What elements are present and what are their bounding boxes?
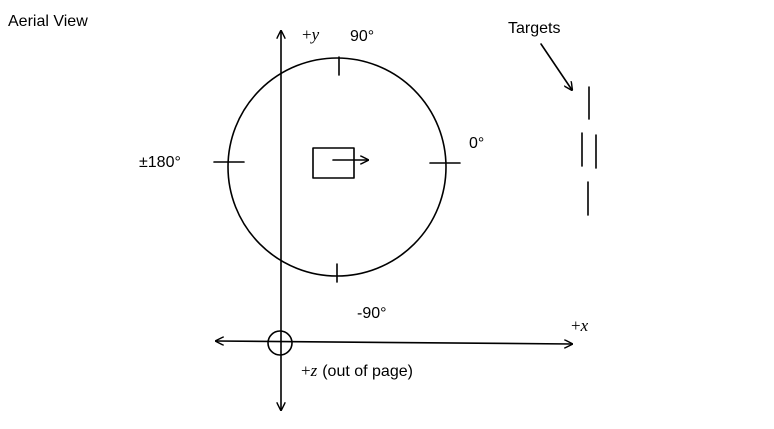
x-axis-label: +x (571, 316, 589, 335)
heading-circle (227, 57, 447, 277)
targets-label: Targets (508, 20, 560, 37)
targets-pointer-arrow (540, 43, 572, 90)
heading-label-180: ±180° (139, 154, 181, 171)
vehicle-box (312, 147, 355, 179)
page-title: Aerial View (8, 13, 88, 30)
y-axis-label: +y (302, 25, 320, 44)
heading-label-neg90: -90° (357, 305, 387, 322)
z-axis-origin-icon (267, 330, 293, 356)
heading-label-90: 90° (350, 28, 374, 45)
z-axis-label: +z(out of page) (301, 361, 413, 380)
heading-label-0: 0° (469, 135, 484, 152)
x-axis (216, 341, 572, 344)
